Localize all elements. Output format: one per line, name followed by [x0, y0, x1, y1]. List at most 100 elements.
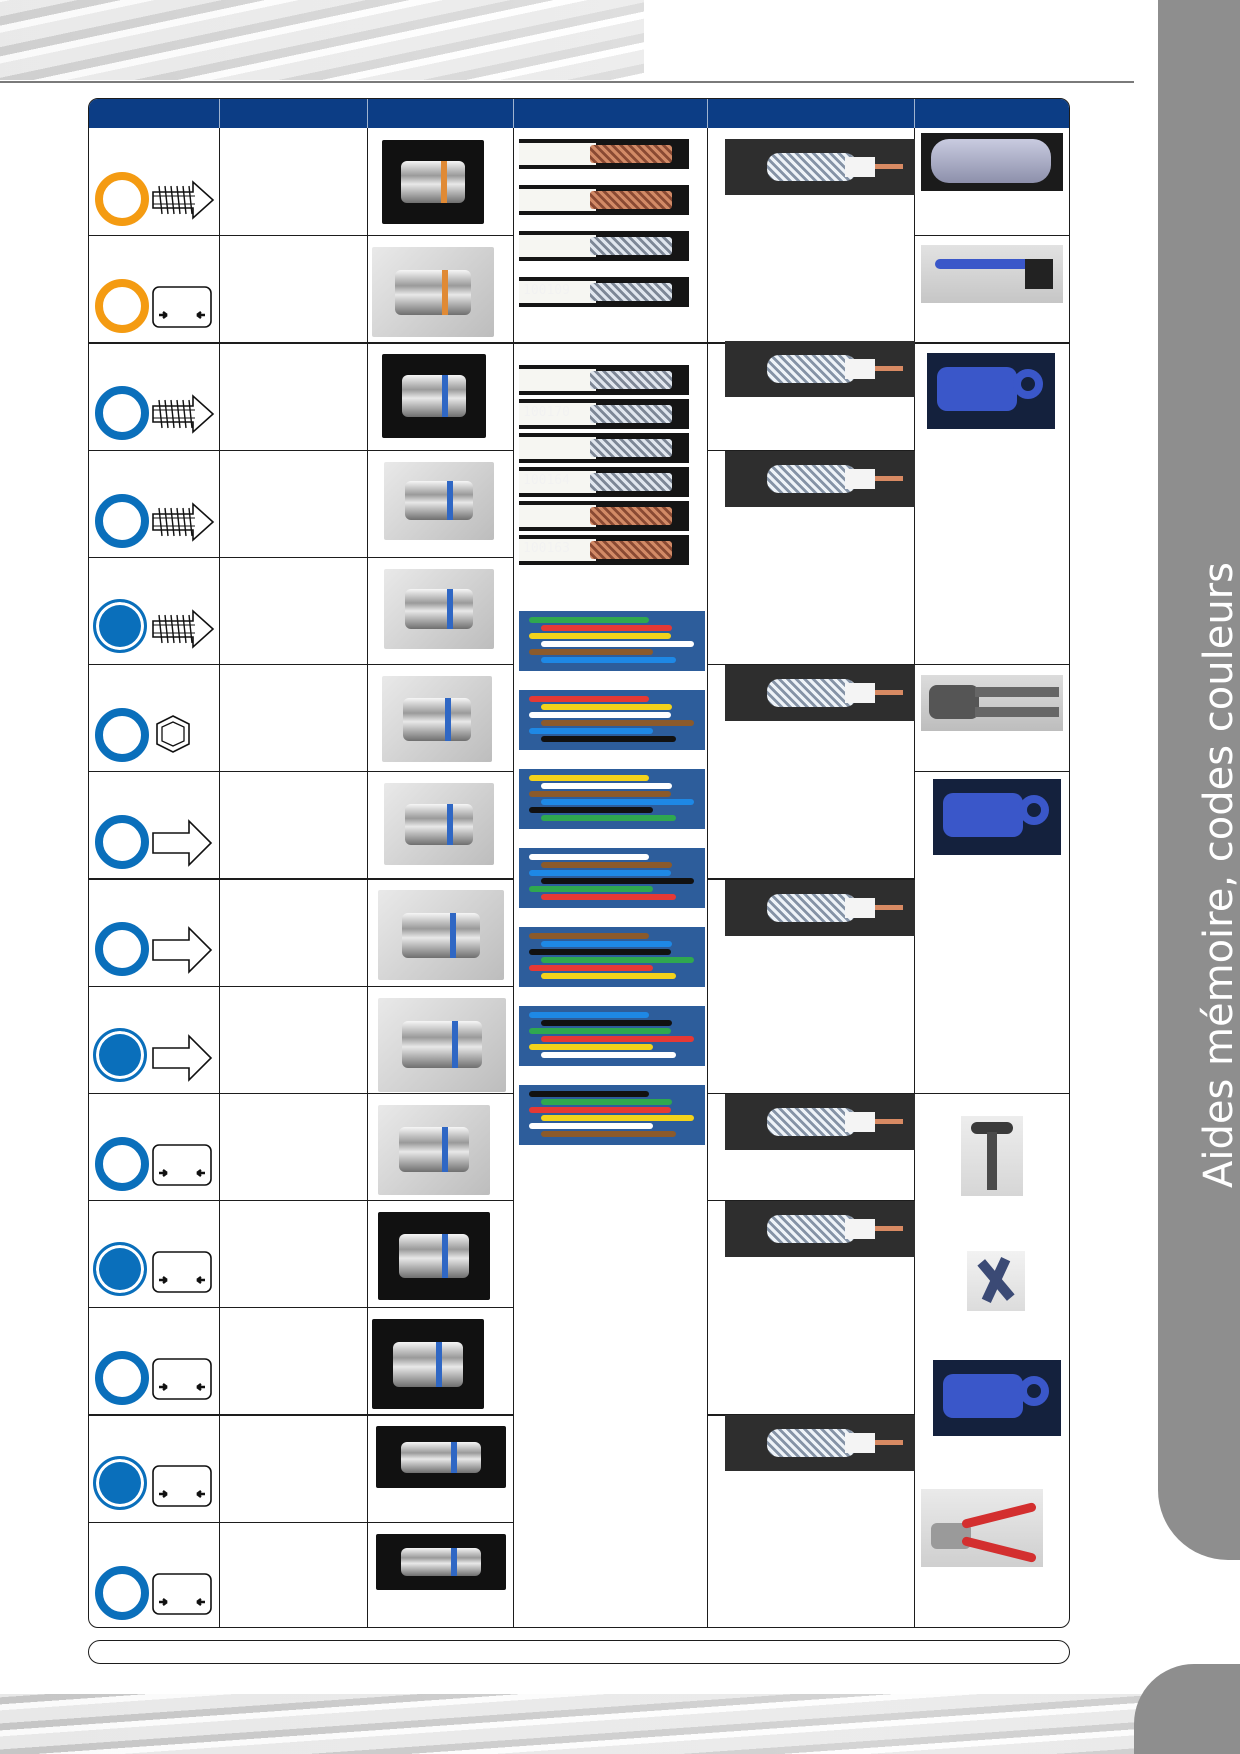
row-divider: [914, 342, 1069, 344]
dielectric-section: [845, 469, 875, 489]
connector-photo: [372, 247, 494, 338]
cable-code: 100170: [523, 405, 570, 420]
stripped-cable-photo: [725, 341, 915, 397]
blue-ring-icon: [95, 386, 149, 441]
connector-body: [395, 269, 471, 315]
row-divider: [89, 342, 513, 344]
coax-cable: [519, 501, 689, 531]
multi-coax-cable: [519, 769, 705, 829]
coax-cable: [519, 365, 689, 395]
row-divider: [914, 235, 1069, 237]
braid-section: [767, 465, 857, 493]
tool-body: [937, 367, 1017, 411]
center-conductor: [875, 164, 903, 169]
tool-head: [929, 685, 979, 719]
connector-photo: [384, 461, 494, 540]
crimp-box-icon: [152, 286, 212, 328]
coax-cable: 100109: [519, 277, 689, 307]
cable-braid: [590, 283, 672, 301]
row-divider: [89, 1200, 513, 1202]
cable-jacket: [519, 539, 596, 561]
row-divider: [89, 771, 513, 773]
cable-braid: [590, 145, 672, 163]
compression-tool: [921, 245, 1063, 303]
cable-jacket: [519, 143, 596, 165]
tool-body: [943, 1374, 1023, 1418]
cable-wire: [541, 1115, 694, 1121]
braid-section: [767, 1429, 857, 1457]
side-title-text: Aides mémoire, codes couleurs: [1196, 562, 1240, 1188]
braid-section: [767, 355, 857, 383]
row-divider: [914, 771, 1069, 773]
stripped-cable-photo: [725, 880, 915, 936]
table-header: [89, 99, 1069, 128]
header-divider: [707, 99, 709, 128]
connector-photo: [382, 676, 492, 762]
hexagon-nut-icon: [156, 715, 190, 753]
row-divider: [707, 878, 914, 880]
tool-ring: [1019, 795, 1049, 825]
cable-code: 100163: [523, 541, 570, 556]
header-divider: [219, 99, 221, 128]
connector-photo: [378, 997, 506, 1092]
cable-wire: [529, 696, 649, 702]
blue-stripper-tool: [933, 1360, 1061, 1436]
connector-ring-band: [447, 481, 454, 521]
connector-photo: [382, 140, 484, 224]
cable-wire: [529, 791, 671, 797]
cable-braid: [590, 371, 672, 389]
y-key-tool: [967, 1251, 1025, 1311]
cable-wire: [529, 933, 649, 939]
connector-photo: [378, 1212, 490, 1300]
cable-wire: [529, 807, 653, 813]
connector-ring-band: [441, 375, 448, 418]
center-conductor: [875, 905, 903, 910]
center-conductor: [875, 690, 903, 695]
cable-wire: [529, 1012, 649, 1018]
cable-wire: [529, 1123, 653, 1129]
connector-photo: [378, 890, 504, 981]
cable-jacket: [519, 403, 596, 425]
dielectric-section: [845, 1433, 875, 1453]
connector-body: [401, 161, 465, 203]
cable-braid: [590, 405, 672, 423]
grip-arrow-icon: [152, 501, 215, 542]
push-arrow-icon: [152, 1033, 213, 1082]
column-divider: [367, 128, 369, 1627]
header-decoration: [0, 0, 644, 80]
dielectric-section: [845, 359, 875, 379]
connector-photo: [376, 1533, 506, 1590]
column-divider: [513, 128, 515, 1627]
row-divider: [707, 664, 914, 666]
connector-ring-band: [447, 803, 454, 845]
column-divider: [707, 128, 709, 1627]
connector-photo: [378, 1104, 490, 1195]
cable-braid: [590, 473, 672, 491]
side-tab: [1158, 0, 1240, 1560]
connector-ring-band: [442, 269, 449, 315]
stripped-cable-photo: [725, 451, 915, 507]
t-handle-wrench-tool: [961, 1116, 1023, 1196]
cable-braid: [590, 191, 672, 209]
tool-handle: [935, 259, 1031, 269]
braid-section: [767, 894, 857, 922]
connector-body: [399, 1127, 469, 1173]
cable-wire: [541, 815, 676, 821]
blue-ring-icon: [95, 922, 149, 977]
row-divider: [89, 556, 513, 558]
connector-ring-band: [447, 588, 454, 629]
multi-coax-cable: [519, 690, 705, 750]
blue-filled-ring-icon: [93, 1242, 147, 1296]
cable-wire: [529, 1091, 649, 1097]
cable-jacket: [519, 505, 596, 527]
center-conductor: [875, 1119, 903, 1124]
crimp-pliers-red-tool: [921, 1489, 1043, 1567]
tool-head: [1025, 259, 1053, 289]
cable-wire: [541, 799, 694, 805]
cable-jacket: [519, 437, 596, 459]
cable-wire: [541, 657, 676, 663]
tool-shaft: [987, 1132, 997, 1190]
connector-ring-band: [450, 1441, 457, 1473]
crimp-box-icon: [152, 1572, 212, 1615]
